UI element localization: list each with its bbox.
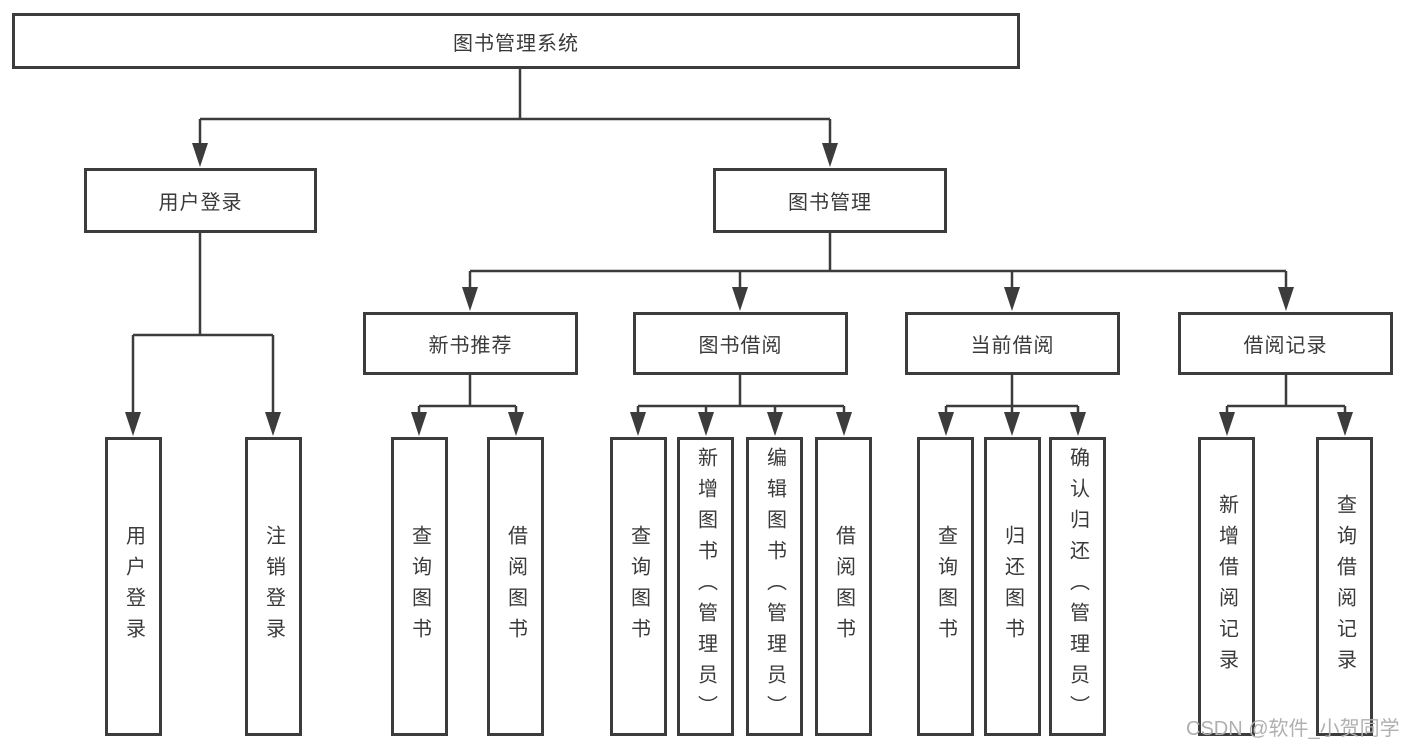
leaf-logout: 注销登录 [245, 437, 302, 736]
node-label: 确认归还（管理员） [1066, 447, 1089, 726]
node-label: 当前借阅 [970, 335, 1055, 357]
leaf-borrow-books-recommend: 借阅图书 [487, 437, 544, 736]
leaf-query-books-current: 查询图书 [917, 437, 974, 736]
node-label: 借阅记录 [1243, 335, 1328, 357]
leaf-query-books-borrowing: 查询图书 [610, 437, 667, 736]
node-label: 借阅图书 [832, 524, 855, 649]
node-label: 归还图书 [1001, 524, 1024, 649]
node-library-management-system: 图书管理系统 [12, 13, 1020, 69]
node-current-borrowing: 当前借阅 [905, 312, 1120, 375]
leaf-return-books: 归还图书 [984, 437, 1041, 736]
node-label: 注销登录 [262, 524, 285, 649]
node-label: 查询图书 [408, 524, 431, 649]
node-label: 图书管理 [788, 192, 872, 214]
node-label: 图书管理系统 [453, 32, 579, 55]
leaf-edit-books-admin: 编辑图书（管理员） [746, 437, 803, 736]
leaf-user-login: 用户登录 [105, 437, 162, 736]
csdn-watermark: CSDN @软件_小贺同学 [1186, 718, 1400, 740]
node-label: 新增借阅记录 [1215, 493, 1238, 680]
node-book-borrowing: 图书借阅 [633, 312, 848, 375]
node-label: 用户登录 [122, 524, 145, 649]
node-new-book-recommendation: 新书推荐 [363, 312, 578, 375]
node-label: 新增图书（管理员） [694, 447, 717, 726]
leaf-confirm-return-admin: 确认归还（管理员） [1049, 437, 1106, 736]
node-label: 用户登录 [158, 192, 243, 214]
node-label: 查询图书 [934, 524, 957, 649]
node-label: 查询图书 [627, 524, 650, 649]
leaf-query-borrow-record: 查询借阅记录 [1316, 437, 1373, 736]
leaf-borrow-books-borrowing: 借阅图书 [815, 437, 872, 736]
node-label: 编辑图书（管理员） [763, 447, 786, 726]
node-label: 新书推荐 [428, 335, 513, 357]
leaf-add-books-admin: 新增图书（管理员） [677, 437, 734, 736]
node-borrowing-records: 借阅记录 [1178, 312, 1393, 375]
node-user-login: 用户登录 [84, 168, 317, 233]
node-label: 查询借阅记录 [1333, 493, 1356, 680]
arrowheads [125, 143, 1353, 436]
node-book-management: 图书管理 [713, 168, 947, 233]
leaf-query-books-recommend: 查询图书 [391, 437, 448, 736]
leaf-add-borrow-record: 新增借阅记录 [1198, 437, 1255, 736]
node-label: 借阅图书 [504, 524, 527, 649]
node-label: 图书借阅 [698, 335, 783, 357]
